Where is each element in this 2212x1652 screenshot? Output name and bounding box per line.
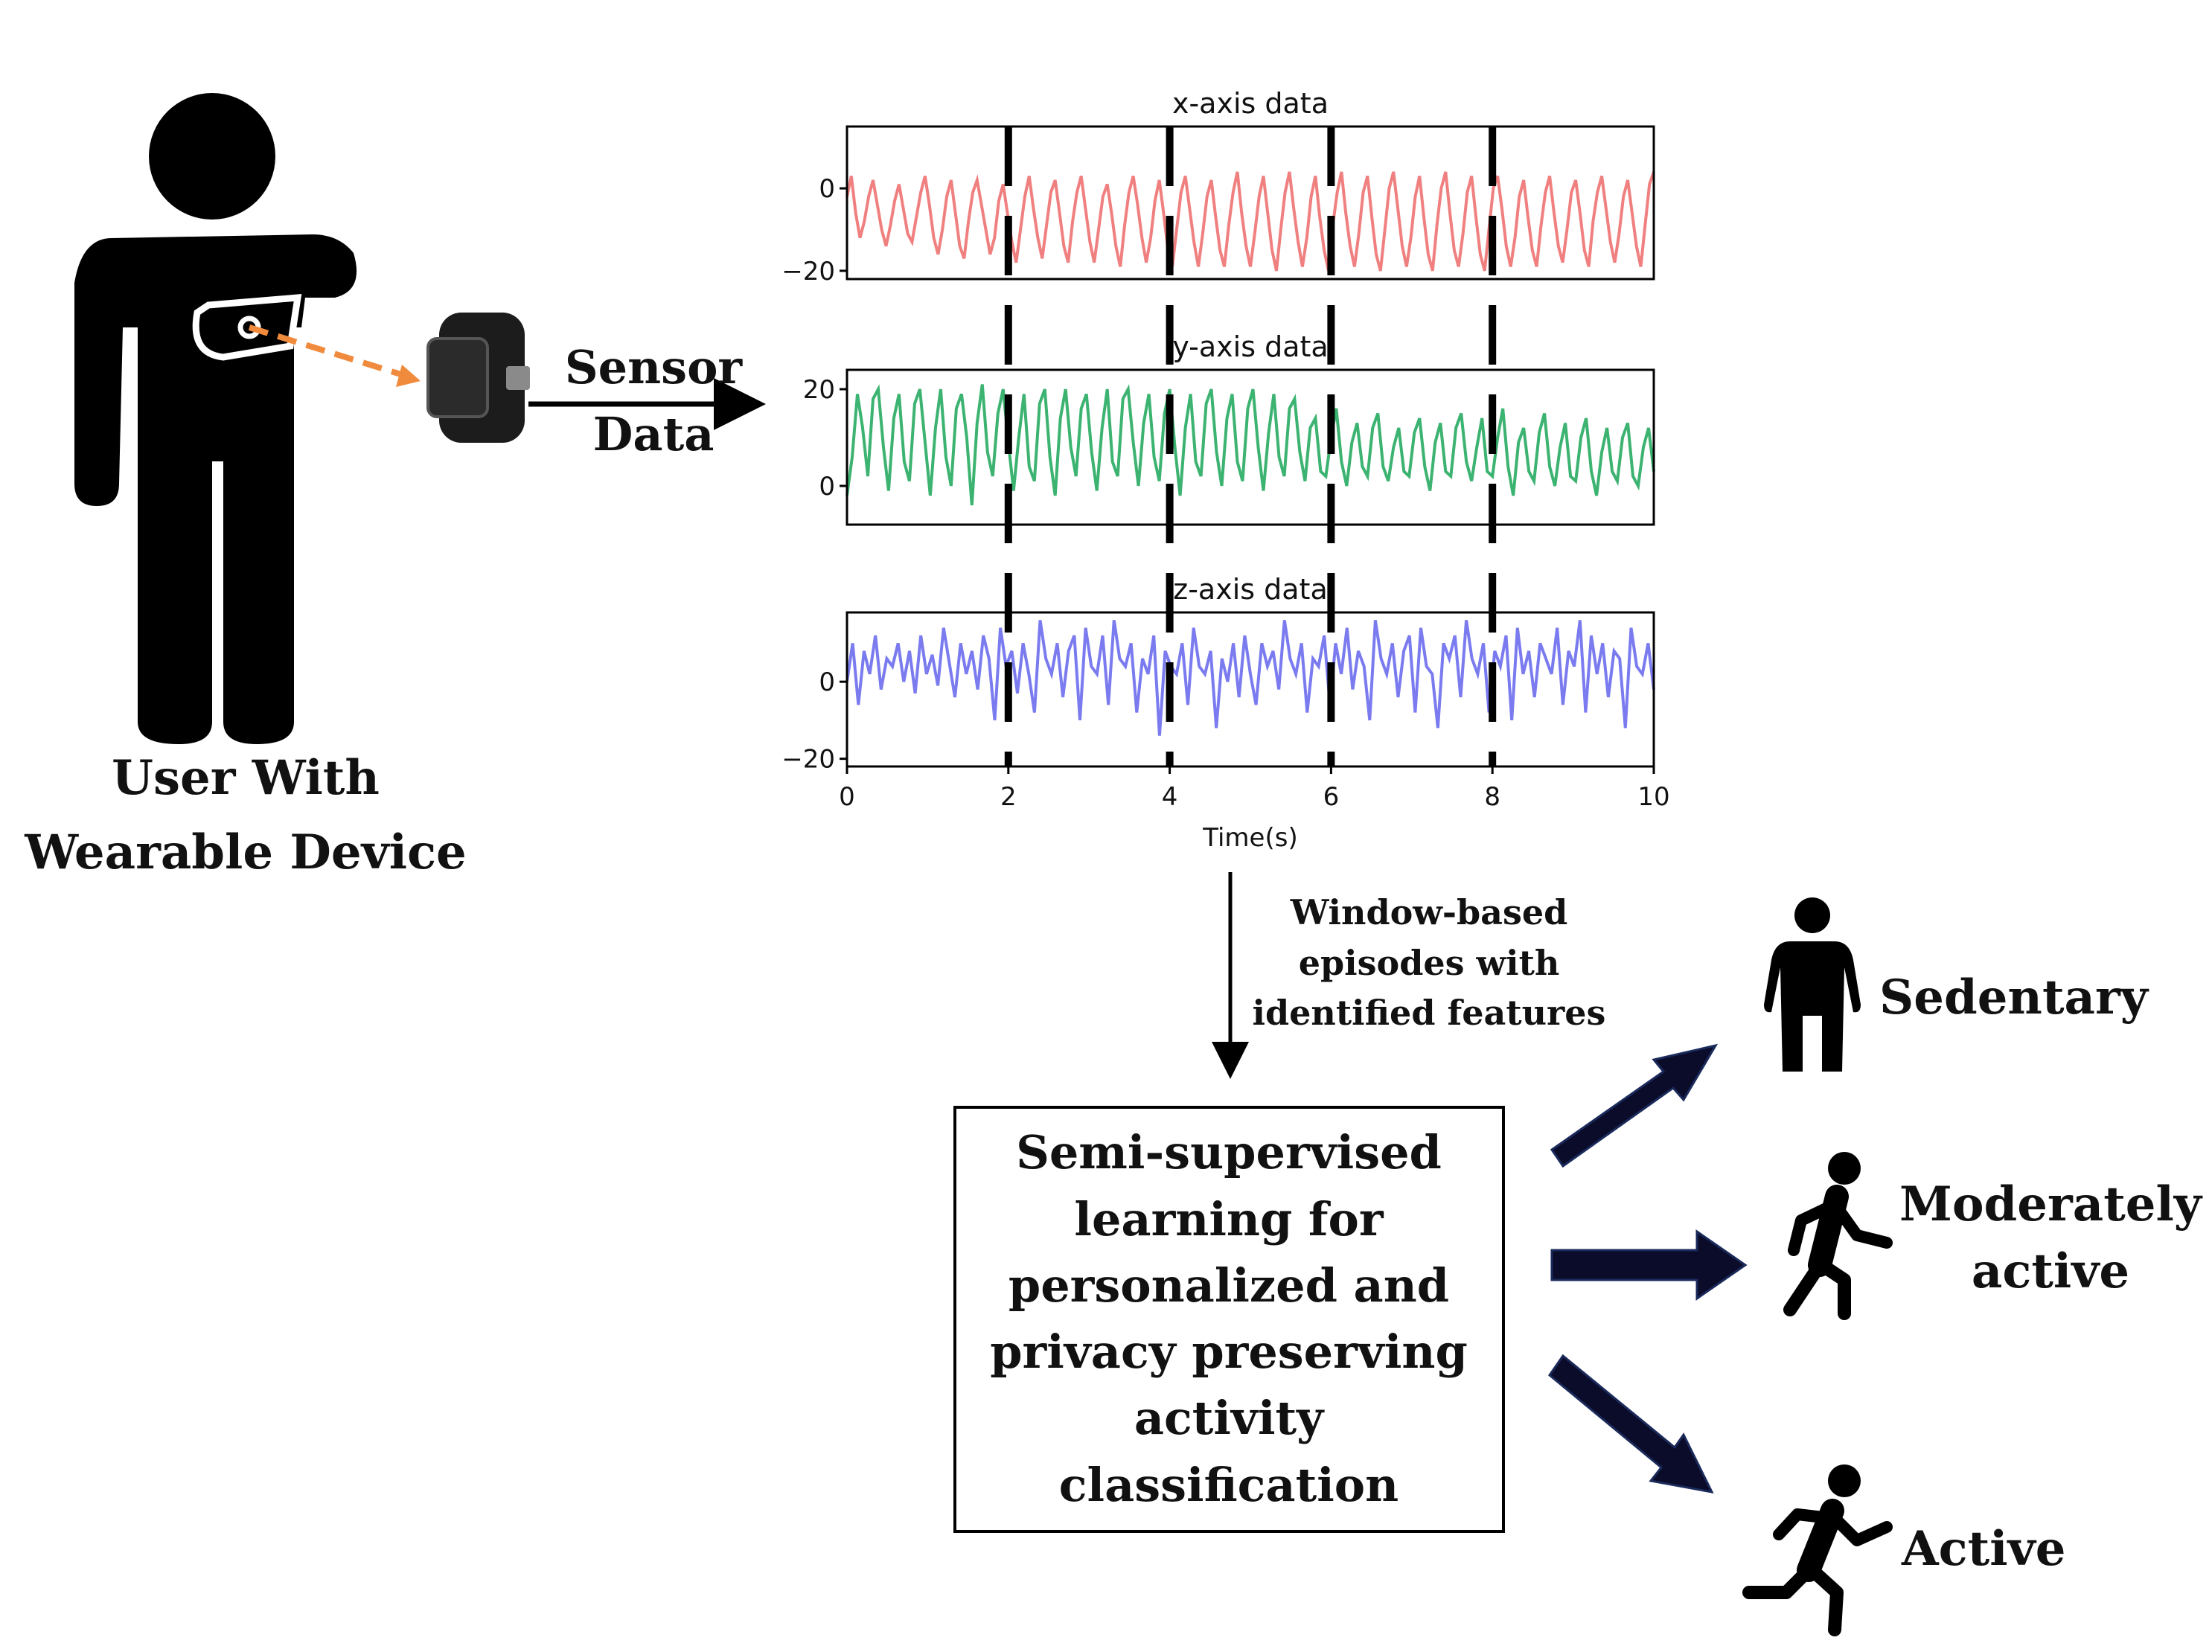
model-line-6: classification	[1059, 1458, 1399, 1512]
chart-frame	[846, 125, 1655, 281]
arrow-to-active	[1547, 1354, 1714, 1494]
x-series-line	[846, 171, 1655, 272]
sedentary-label: Sedentary	[1879, 970, 2149, 1025]
x-tick-label: 10	[1637, 782, 1669, 812]
sensor-label-line2: Data	[593, 407, 715, 461]
model-line-5: activity	[1134, 1391, 1325, 1445]
x-tick-label: 0	[839, 782, 855, 812]
x-tick-label: 6	[1323, 782, 1340, 812]
chart-title: x-axis data	[1172, 87, 1329, 120]
user-label-line2: Wearable Device	[24, 825, 467, 880]
standing-person-icon	[1764, 897, 1861, 1072]
y-tick-label: 0	[819, 667, 835, 697]
model-line-1: Semi-supervised	[1016, 1125, 1442, 1179]
arrow-to-moderately-active	[1550, 1229, 1748, 1301]
model-box	[953, 1106, 1505, 1533]
chart-frame	[846, 368, 1655, 526]
x-tick-label: 4	[1162, 782, 1178, 812]
arrow-to-sedentary	[1550, 1043, 1719, 1168]
moderately-active-label-line1: Moderately	[1899, 1176, 2203, 1232]
y-tick-label: −20	[781, 257, 835, 286]
moderately-active-label-line2: active	[1972, 1243, 2129, 1299]
y-tick-label: −20	[781, 745, 835, 775]
y-tick-label: 0	[819, 472, 835, 502]
running-person-icon	[1742, 1464, 1893, 1636]
window-note-line1: Window-based	[1290, 892, 1568, 932]
active-label: Active	[1901, 1521, 2065, 1577]
model-line-4: privacy preserving	[990, 1325, 1468, 1379]
model-line-2: learning for	[1074, 1192, 1384, 1246]
z-series-line	[846, 620, 1655, 736]
user-label-line1: User With	[112, 750, 380, 806]
y-series-line	[846, 384, 1655, 506]
y-tick-label: 0	[819, 174, 835, 204]
walking-person-icon	[1783, 1152, 1893, 1320]
y-tick-label: 20	[803, 375, 835, 405]
model-line-3: personalized and	[1008, 1258, 1449, 1313]
chart-title: z-axis data	[1173, 573, 1327, 606]
dashed-pointer-head	[396, 365, 421, 387]
x-tick-label: 8	[1484, 782, 1500, 812]
dashed-pointer	[248, 324, 407, 379]
sensor-label-line1: Sensor	[565, 340, 744, 394]
x-tick-label: 2	[1000, 782, 1017, 812]
chart-frame	[846, 611, 1655, 768]
smartwatch-icon	[426, 313, 530, 443]
user-figure-icon	[74, 93, 357, 744]
x-axis-label: Time(s)	[1202, 823, 1297, 853]
chart-title: y-axis data	[1172, 330, 1328, 363]
window-note-line3: identified features	[1253, 993, 1606, 1033]
window-note-line2: episodes with	[1299, 943, 1560, 983]
